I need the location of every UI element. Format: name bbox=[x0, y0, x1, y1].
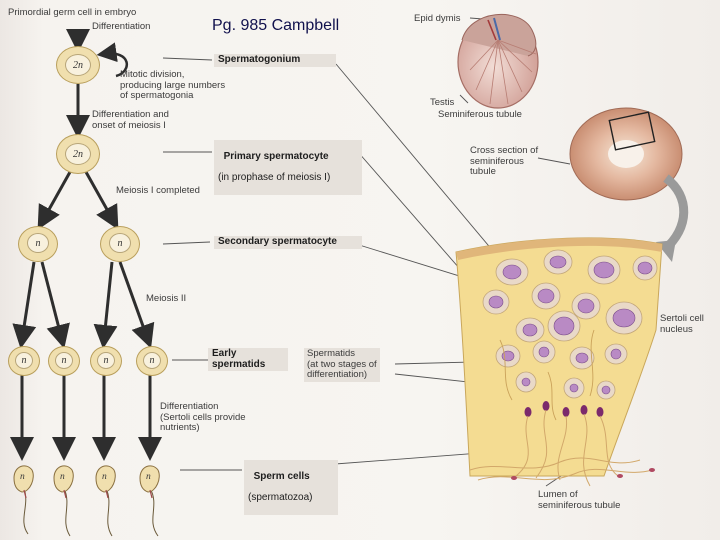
primary-spermatocyte-sub: (in prophase of meiosis I) bbox=[218, 171, 331, 183]
spermatogonium-nucleus: 2n bbox=[65, 54, 91, 76]
secondary-spermatocyte-nucleus: n bbox=[109, 233, 131, 253]
differentiation-top-label: Differentiation bbox=[92, 21, 151, 32]
sperm-midpieces bbox=[23, 489, 153, 499]
meiosis2-label: Meiosis II bbox=[146, 293, 187, 304]
mitotic-label: Mitotic division, producing large number… bbox=[120, 69, 226, 101]
early-spermatids-box: Early spermatids bbox=[208, 348, 288, 371]
seminiferous-label: Seminiferous tubule bbox=[438, 109, 522, 120]
sperm-ploidy: n bbox=[20, 472, 25, 482]
early-spermatid-nucleus: n bbox=[143, 352, 161, 369]
sperm-ploidy: n bbox=[102, 472, 107, 482]
early-spermatid-nucleus: n bbox=[55, 352, 73, 369]
lineage-arrows bbox=[10, 29, 162, 461]
primary-spermatocyte-nucleus: 2n bbox=[65, 143, 91, 165]
sperm-cells bbox=[23, 487, 159, 537]
primary-spermatocyte-title: Primary spermatocyte bbox=[223, 150, 329, 162]
sperm-heads bbox=[13, 465, 160, 493]
sperm-cells-sub: (spermatozoa) bbox=[248, 491, 313, 503]
sperm-cells-title: Sperm cells bbox=[253, 470, 310, 482]
cross-section-label: Cross section of seminiferous tubule bbox=[470, 145, 539, 177]
tubule-tissue bbox=[455, 237, 663, 487]
epididymis-label: Epid dymis bbox=[414, 13, 461, 24]
sperm-ploidy: n bbox=[60, 472, 65, 482]
early-spermatid-nucleus: n bbox=[15, 352, 33, 369]
page-caption: Pg. 985 Campbell bbox=[212, 17, 340, 34]
spermatids-note: Spermatids (at two stages of differentia… bbox=[304, 348, 380, 382]
diff-meiosis-label: Differentiation and onset of meiosis I bbox=[92, 109, 169, 131]
primordial-label: Primordial germ cell in embryo bbox=[8, 7, 137, 18]
testis-illustration bbox=[457, 13, 539, 109]
early-spermatid-nucleus: n bbox=[97, 352, 115, 369]
tubule-cross-section bbox=[569, 107, 683, 201]
sperm-cells-box: Sperm cells (spermatozoa) bbox=[244, 460, 338, 515]
zoom-arrow bbox=[660, 174, 689, 254]
diff-sertoli-label: Differentiation (Sertoli cells provide n… bbox=[160, 401, 246, 433]
primary-spermatocyte-box: Primary spermatocyte (in prophase of mei… bbox=[214, 140, 362, 195]
sertoli-label: Sertoli cell nucleus bbox=[660, 313, 704, 335]
lumen-label: Lumen of seminiferous tubule bbox=[538, 489, 621, 511]
spermatogonium-box: Spermatogonium bbox=[214, 54, 336, 67]
secondary-spermatocyte-box: Secondary spermatocyte bbox=[214, 236, 362, 249]
meiosis1-label: Meiosis I completed bbox=[116, 185, 200, 196]
sperm-ploidy: n bbox=[146, 472, 151, 482]
early-spermatid-cell bbox=[136, 346, 168, 376]
testis-label: Testis bbox=[430, 97, 455, 108]
secondary-spermatocyte-nucleus: n bbox=[27, 233, 49, 253]
mitotic-loop-arrow bbox=[96, 42, 129, 78]
